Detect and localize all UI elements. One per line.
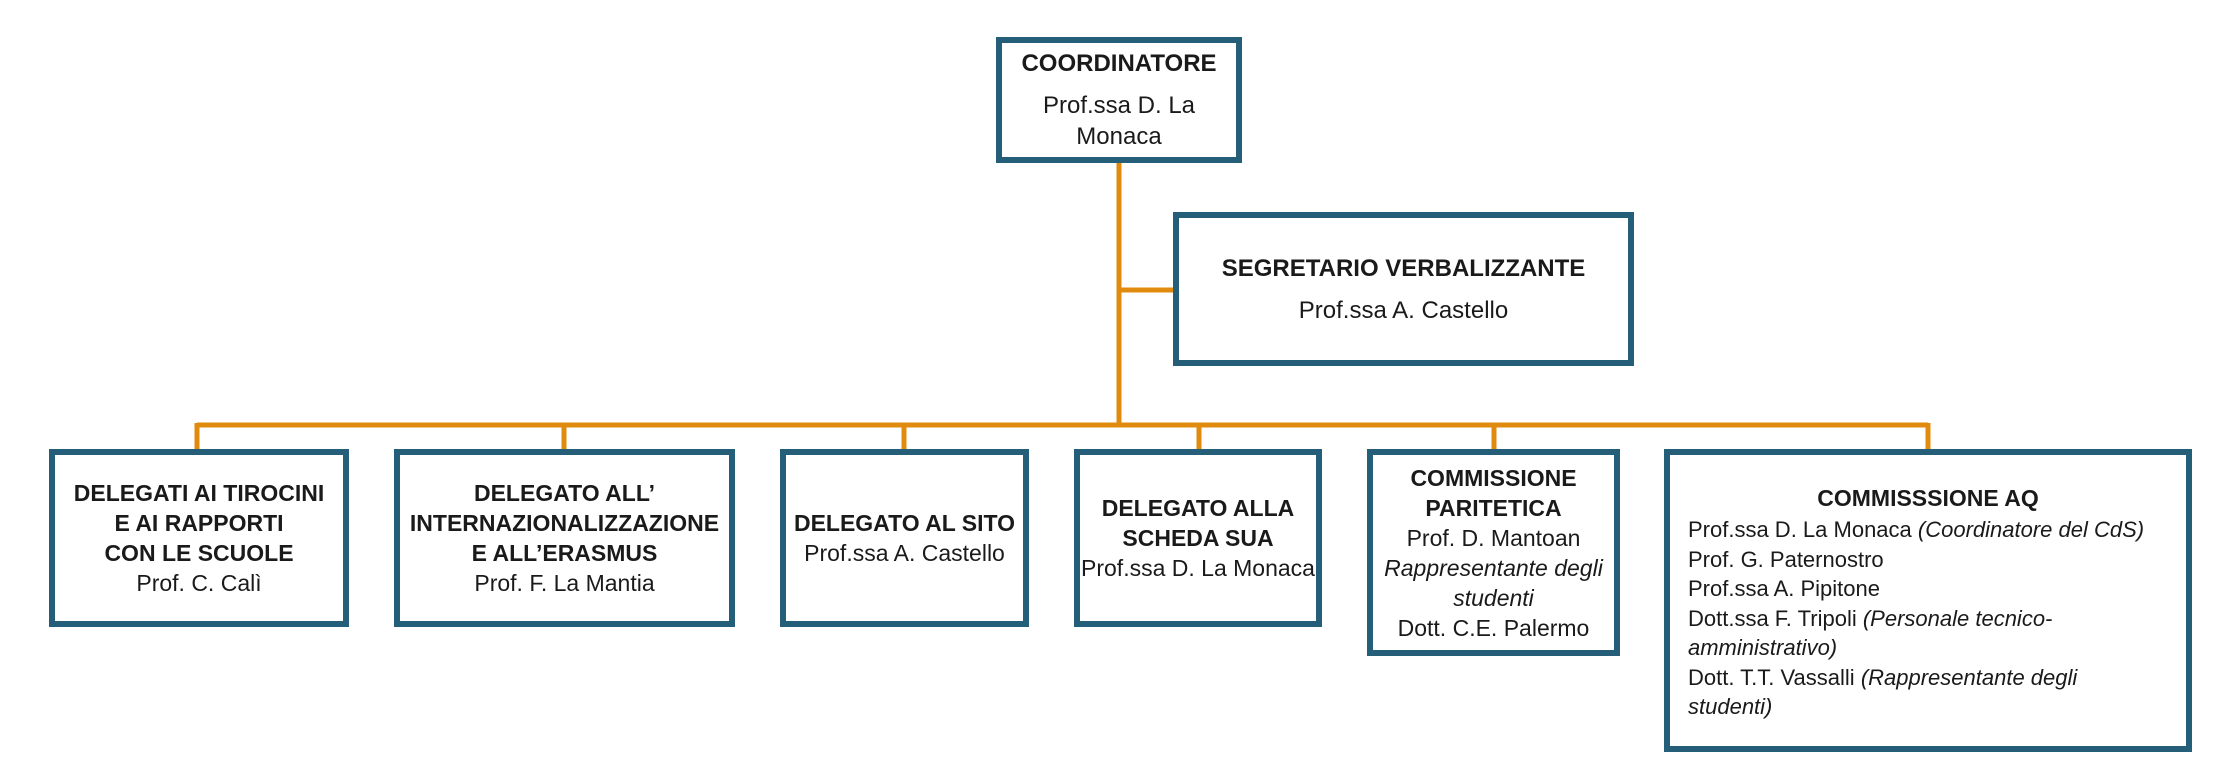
aq-member-note: (Coordinatore del CdS) [1917, 517, 2145, 542]
paritetica-title-line: PARITETICA [1425, 494, 1562, 521]
coordinator-box: COORDINATORE Prof.ssa D. La Monaca [996, 37, 1242, 163]
coordinator-person-line1: Prof.ssa D. La [1042, 92, 1196, 119]
aq-member: Dott.ssa F. Tripoli (Personale tecnico- [1688, 604, 2052, 634]
delegate-title-line: DELEGATO ALL’ [473, 480, 656, 506]
aq-member-note: (Rappresentante degli [1860, 664, 2078, 690]
delegate-box-sito: DELEGATO AL SITO Prof.ssa A. Castello [780, 449, 1029, 627]
aq-member: Prof.ssa D. La Monaca (Coordinatore del … [1688, 515, 2144, 545]
delegate-title-line: SCHEDA SUA [1122, 525, 1274, 551]
delegate-title-line: DELEGATO ALLA [1101, 495, 1295, 521]
delegate-person: Prof.ssa A. Castello [804, 540, 1005, 566]
delegate-person: Prof. F. La Mantia [474, 570, 655, 596]
delegate-title-line: DELEGATI AI TIROCINI [73, 480, 325, 506]
paritetica-member: Prof. D. Mantoan [1406, 524, 1581, 551]
secretary-person: Prof.ssa A. Castello [1298, 296, 1509, 324]
aq-member-continuation: studenti) [1688, 692, 1772, 722]
coordinator-person-line2: Monaca [1076, 123, 1162, 150]
paritetica-member: Dott. C.E. Palermo [1397, 614, 1590, 641]
aq-member-continuation: amministrativo) [1688, 633, 1837, 663]
delegate-title-line: DELEGATO AL SITO [793, 510, 1016, 536]
aq-title: COMMISSSIONE AQ [1817, 485, 2039, 511]
aq-member-name: Prof.ssa A. Pipitone [1688, 576, 1880, 601]
aq-member: Prof.ssa A. Pipitone [1688, 574, 1880, 604]
delegate-box-internazionalizzazione: DELEGATO ALL’ INTERNAZIONALIZZAZIONE E A… [394, 449, 735, 627]
delegate-box-tirocini: DELEGATI AI TIROCINI E AI RAPPORTI CON L… [49, 449, 349, 627]
paritetica-box: COMMISSIONE PARITETICA Prof. D. Mantoan … [1367, 449, 1620, 656]
aq-member-note: (Personale tecnico- [1862, 605, 2053, 631]
aq-member: Dott. T.T. Vassalli (Rappresentante degl… [1688, 663, 2077, 693]
aq-member-note: amministrativo) [1688, 635, 1838, 660]
delegate-title-line: CON LE SCUOLE [104, 540, 294, 566]
coordinator-title: COORDINATORE [1021, 50, 1217, 77]
aq-member-name: Prof.ssa D. La Monaca [1688, 517, 1912, 542]
aq-member-note: studenti) [1688, 694, 1773, 719]
delegate-box-scheda-sua: DELEGATO ALLA SCHEDA SUA Prof.ssa D. La … [1074, 449, 1322, 627]
aq-box: COMMISSSIONE AQ Prof.ssa D. La Monaca (C… [1664, 449, 2192, 752]
delegate-title-line: E ALL’ERASMUS [471, 540, 658, 566]
paritetica-title-line: COMMISSIONE [1410, 464, 1577, 491]
delegate-person: Prof.ssa D. La Monaca [1081, 555, 1315, 581]
aq-member-name: Dott.ssa F. Tripoli [1688, 605, 1857, 631]
aq-member: Prof. G. Paternostro [1688, 545, 1884, 575]
delegate-title-line: E AI RAPPORTI [114, 510, 284, 536]
delegate-title-line: INTERNAZIONALIZZAZIONE [409, 510, 720, 536]
paritetica-note: Rappresentante degli [1384, 554, 1603, 581]
delegate-person: Prof. C. Calì [136, 570, 262, 596]
aq-member-name: Dott. T.T. Vassalli [1688, 664, 1855, 690]
secretary-box: SEGRETARIO VERBALIZZANTE Prof.ssa A. Cas… [1173, 212, 1634, 366]
aq-member-name: Prof. G. Paternostro [1688, 546, 1884, 572]
secretary-title: SEGRETARIO VERBALIZZANTE [1221, 254, 1586, 282]
paritetica-note: studenti [1453, 584, 1534, 611]
